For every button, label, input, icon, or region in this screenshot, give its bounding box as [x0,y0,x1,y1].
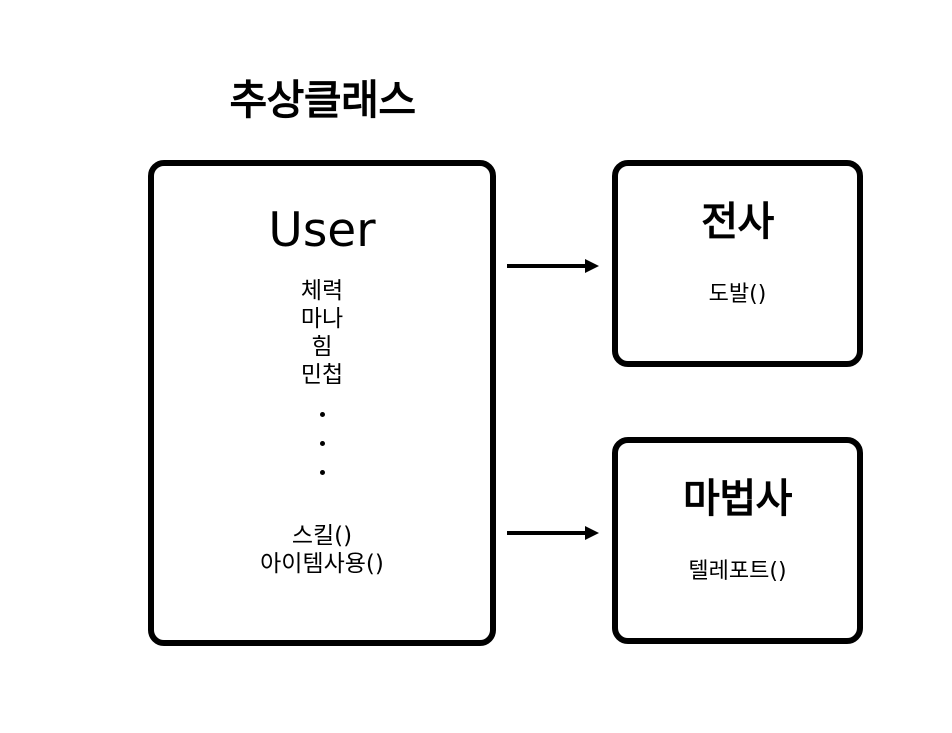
base-class-box-user: User 체력 마나 힘 민첩 스킬() 아이템사용() [148,160,496,646]
method-item: 스킬() [291,523,353,549]
base-class-attribute-list: 체력 마나 힘 민첩 [154,277,490,389]
attribute-item: 마나 [300,306,344,332]
attribute-item: 힘 [311,334,333,360]
base-class-method-list: 스킬() 아이템사용() [154,522,490,578]
inheritance-arrow-mage-icon [507,522,599,544]
inheritance-arrow-warrior-icon [507,255,599,277]
ellipsis-dot [319,412,325,417]
ellipsis-dot [319,470,325,475]
derived-class-box-warrior: 전사 도발() [612,160,863,367]
derived-class-method: 텔레포트() [688,559,787,584]
derived-class-name: 마법사 [683,476,792,522]
diagram-title: 추상클래스 [229,76,416,124]
derived-class-box-mage: 마법사 텔레포트() [612,437,863,644]
derived-class-method: 도발() [708,282,767,307]
attribute-item: 민첩 [300,362,344,388]
method-item: 아이템사용() [260,551,384,577]
base-class-name: User [268,203,376,258]
ellipsis-dot [319,441,325,446]
vertical-ellipsis-icon [154,412,490,499]
attribute-item: 체력 [300,278,344,304]
derived-class-name: 전사 [701,199,774,245]
